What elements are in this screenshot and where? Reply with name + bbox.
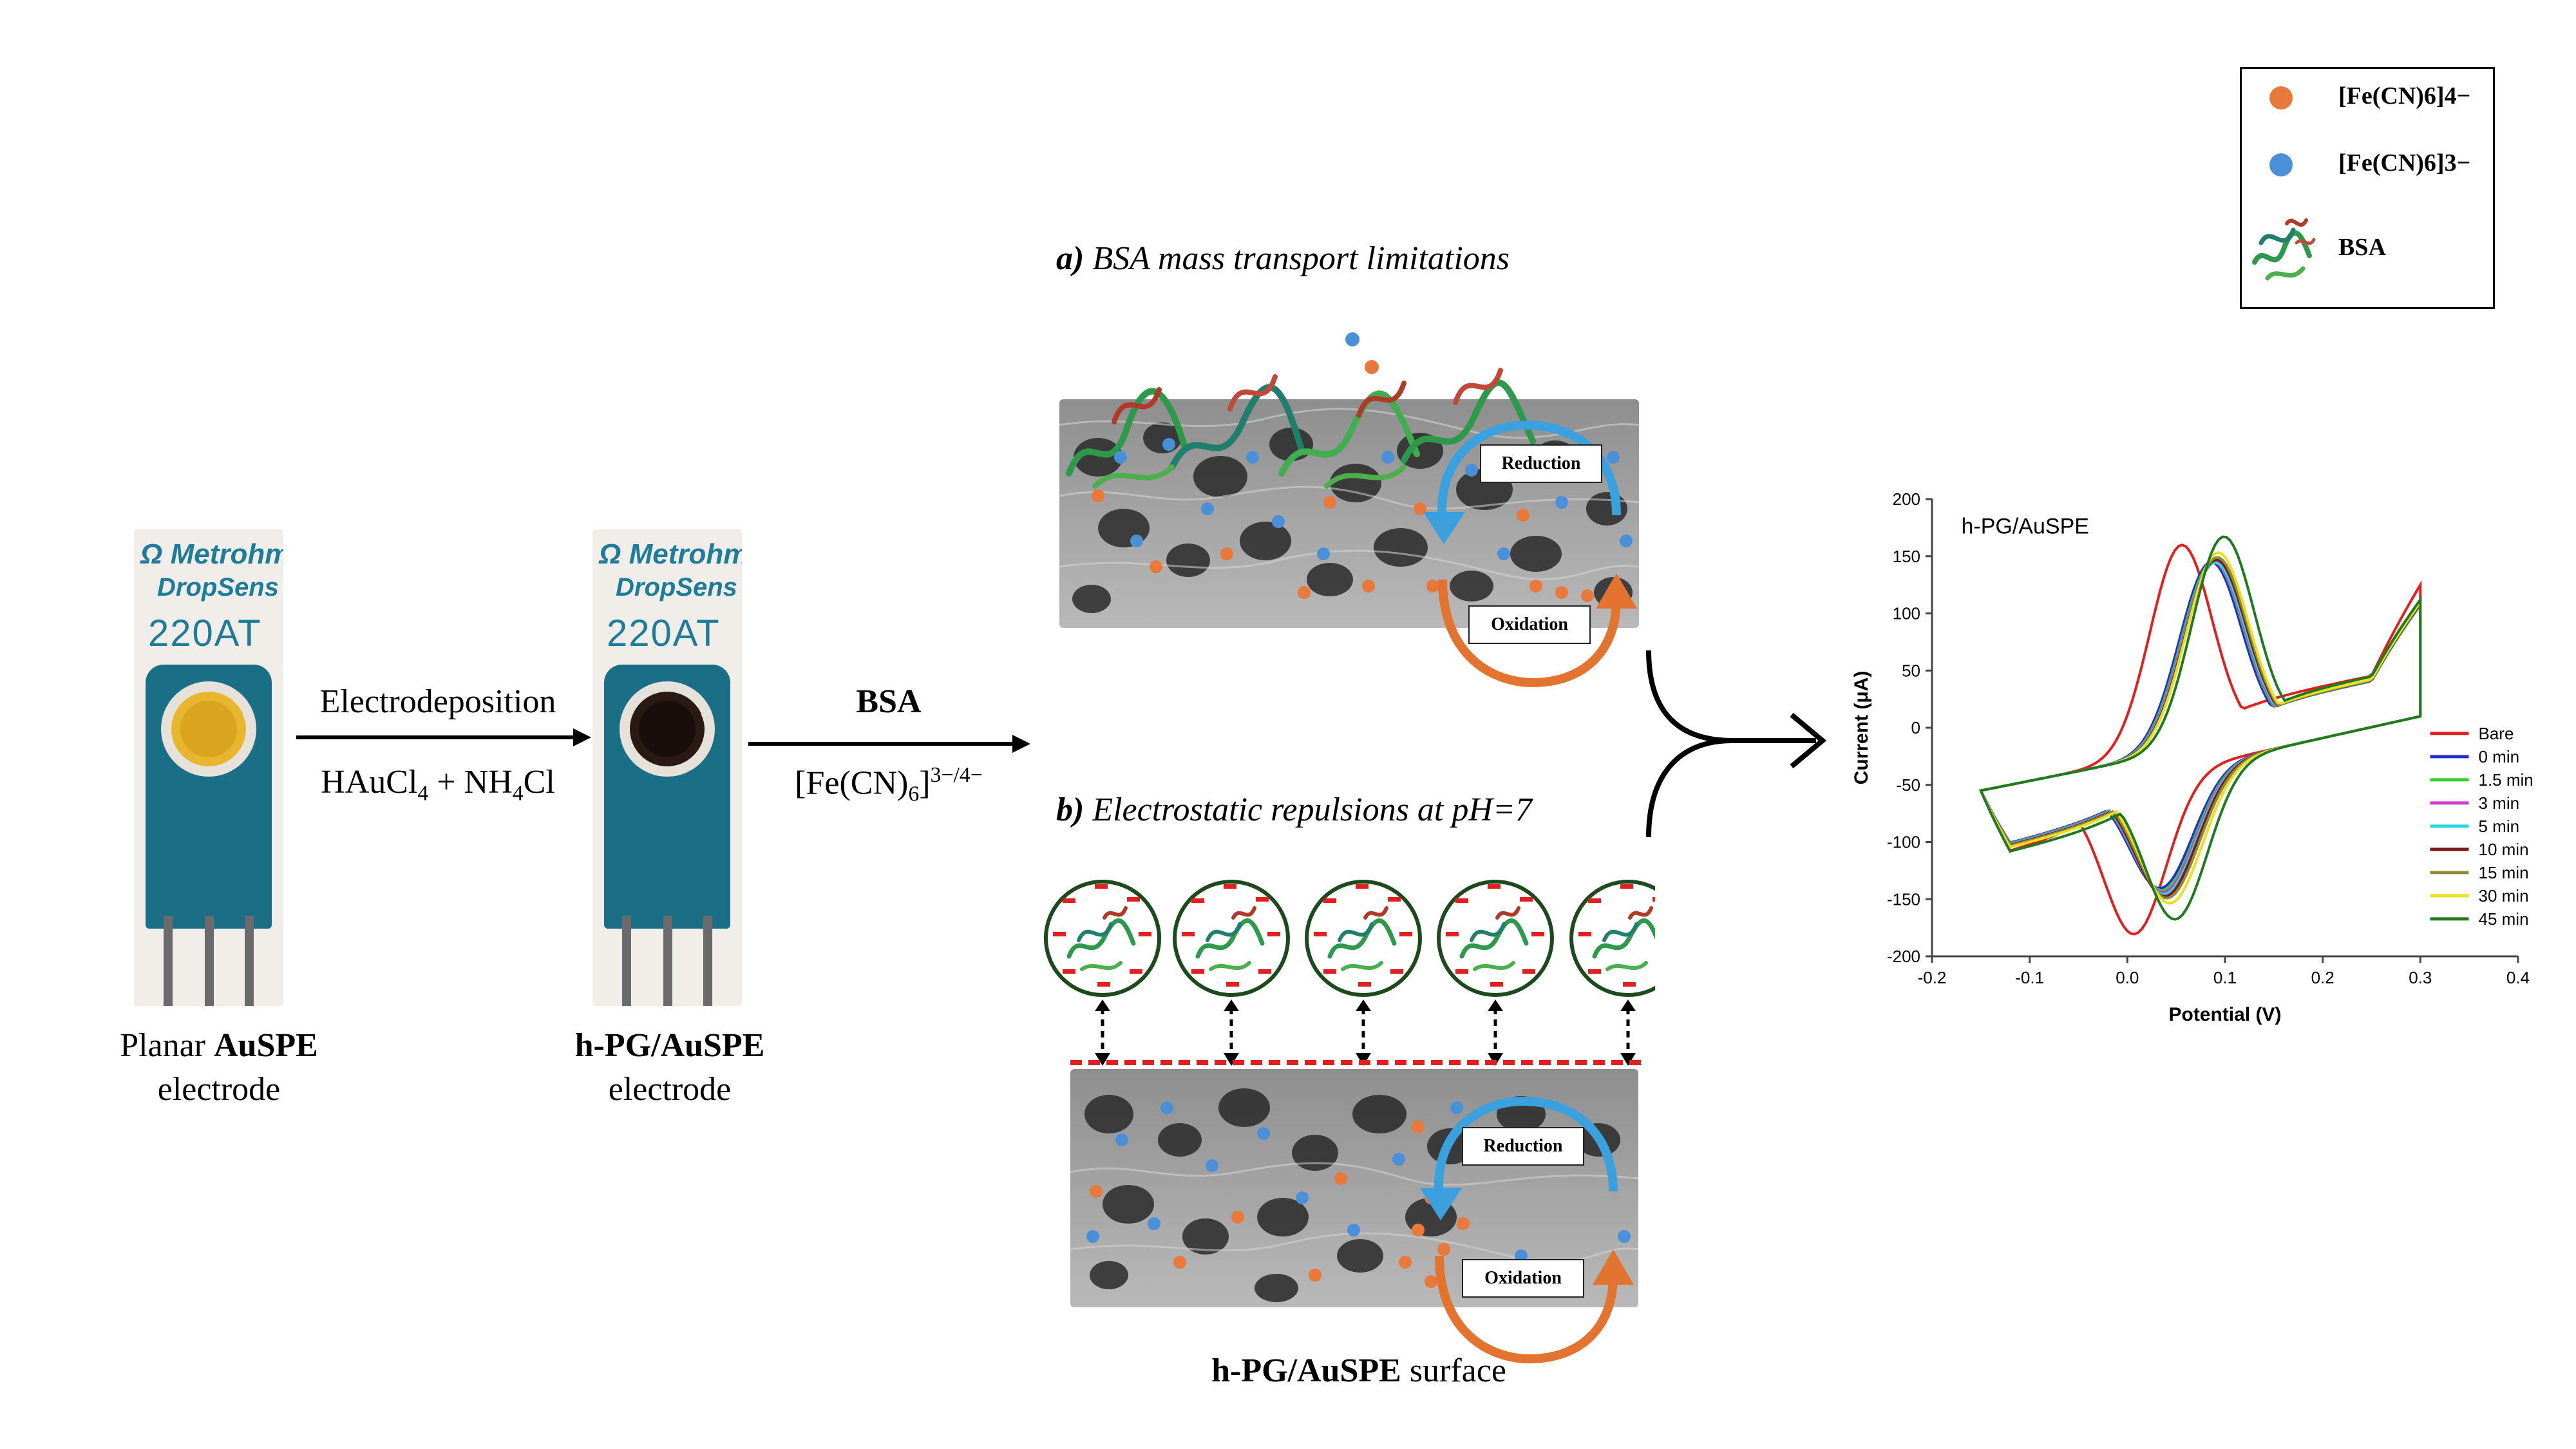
contact-stripe xyxy=(703,916,712,1006)
bsa-protein-layer xyxy=(1066,332,1536,489)
panel-b-title: b) Electrostatic repulsions at pH=7 xyxy=(1056,791,1532,828)
charged-bsa-circle xyxy=(1046,882,1159,995)
x-axis-label: Potential (V) xyxy=(2168,1004,2281,1025)
panel-a-redox-species xyxy=(1092,438,1633,602)
chart-title: h-PG/AuSPE xyxy=(1962,514,2089,538)
charged-bsa-circle xyxy=(1307,882,1420,995)
x-tick-label: 0.0 xyxy=(2116,968,2139,987)
oxidation-arrow xyxy=(1435,1255,1618,1364)
charged-bsa-circle xyxy=(1175,882,1288,995)
y-tick-label: 200 xyxy=(1893,489,1920,509)
step2-arrow xyxy=(748,735,1030,753)
legend-entry: 0 min xyxy=(2479,747,2520,766)
legend-entry: 3 min xyxy=(2479,793,2520,813)
electrode-body xyxy=(604,665,730,929)
x-tick-label: 0.1 xyxy=(2213,968,2237,987)
panel-a-oxidation-label: Oxidation xyxy=(1468,605,1591,644)
x-tick-label: 0.4 xyxy=(2506,968,2530,987)
contact-stripe xyxy=(245,916,254,1006)
electrode2-caption: h-PG/AuSPE electrode xyxy=(574,1027,765,1108)
legend-entry: 30 min xyxy=(2479,886,2529,905)
charged-bsa-row xyxy=(1043,879,1655,1066)
cv-series-30-min xyxy=(1978,551,2422,905)
y-tick-label: -50 xyxy=(1896,775,1920,795)
y-tick-label: 100 xyxy=(1893,604,1920,623)
contact-stripe xyxy=(205,916,214,1006)
y-tick-label: -150 xyxy=(1887,889,1920,909)
contact-stripe xyxy=(663,916,672,1006)
x-tick-label: -0.2 xyxy=(1918,968,1947,987)
electrode-body xyxy=(146,665,272,929)
brand-dropsens: DropSens xyxy=(616,573,737,601)
charged-bsa-circle xyxy=(1439,882,1552,995)
legend-entry: 45 min xyxy=(2479,909,2529,929)
cv-series-5-min xyxy=(1978,560,2422,896)
merge-arrow xyxy=(1646,650,1827,838)
oxidation-arrowhead-icon xyxy=(1596,573,1637,609)
legend-bsa: BSA xyxy=(2338,234,2386,261)
bsa-protein-icon xyxy=(2252,218,2316,281)
electrostatic-repulsion-line xyxy=(1070,1060,1641,1065)
x-tick-label: -0.1 xyxy=(2015,968,2044,987)
panel-b-oxidation-label: Oxidation xyxy=(1462,1259,1584,1298)
redox-probe-label: [Fe(CN)6]3−/4− xyxy=(795,763,983,806)
electrode-model: 220AT xyxy=(607,612,721,654)
x-tick-label: 0.3 xyxy=(2409,968,2432,987)
y-tick-label: -100 xyxy=(1887,833,1920,852)
legend-entry: 1.5 min xyxy=(2479,770,2533,790)
porous-gold-electrode-icon xyxy=(620,681,715,777)
electrode1-caption: Planar AuSPE electrode xyxy=(120,1027,318,1108)
planar-auspe-electrode-photo: Ω Metrohm DropSens 220AT xyxy=(134,529,283,1006)
reduction-arrowhead-icon xyxy=(1420,1188,1462,1220)
x-tick-label: 0.2 xyxy=(2311,968,2334,987)
legend-entry: 10 min xyxy=(2479,840,2529,859)
y-tick-label: 150 xyxy=(1893,547,1920,566)
panel-b-reduction-label: Reduction xyxy=(1462,1127,1584,1166)
electrode-model: 220AT xyxy=(148,612,262,654)
ferricyanide-dot-icon xyxy=(2269,153,2293,176)
electrodeposition-label: Electrodeposition xyxy=(319,683,556,720)
oxidation-arrowhead-icon xyxy=(1593,1249,1634,1285)
bsa-label: BSA xyxy=(856,683,922,720)
cyclic-voltammogram-chart: -200 -150 -100 -50 0 50 100 150 200 -0.2 -0.1 0.0 0.… xyxy=(1851,489,2533,1025)
ferricyanide-dot xyxy=(1345,332,1359,346)
panel-a-title: a) BSA mass transport limitations xyxy=(1056,240,1510,277)
charged-bsa-circle xyxy=(1571,882,1655,995)
y-tick-label: -200 xyxy=(1887,947,1920,966)
contact-stripe xyxy=(622,916,631,1006)
legend-entry: 5 min xyxy=(2479,817,2520,836)
ferrocyanide-dot-icon xyxy=(2269,86,2293,109)
panel-b-redox-cycle xyxy=(1420,1096,1634,1364)
legend-ferricyanide: [Fe(CN)6]3− xyxy=(2338,149,2471,176)
electrodeposition-reagents: HAuCl4 + NH4Cl xyxy=(321,764,555,806)
surface-caption: h-PG/AuSPE surface xyxy=(1211,1352,1506,1389)
panel-a-redox-cycle xyxy=(1423,420,1637,688)
brand-metrohm: Ω Metrohm xyxy=(599,538,742,570)
y-tick-label: 50 xyxy=(1902,661,1920,680)
brand-metrohm: Ω Metrohm xyxy=(140,538,283,570)
hpg-auspe-electrode-photo: Ω Metrohm DropSens 220AT xyxy=(592,529,742,1006)
reduction-arrow xyxy=(1437,420,1621,522)
cv-series-45-min xyxy=(1978,535,2422,921)
oxidation-arrow xyxy=(1438,579,1621,688)
y-tick-label: 0 xyxy=(1911,718,1920,737)
legend-entry: Bare xyxy=(2479,724,2514,743)
legend-entry: 15 min xyxy=(2479,863,2529,882)
contact-stripe xyxy=(164,916,173,1006)
reduction-arrowhead-icon xyxy=(1423,512,1465,544)
panel-a-reduction-label: Reduction xyxy=(1480,444,1602,483)
gold-working-electrode-icon xyxy=(161,681,256,777)
brand-dropsens: DropSens xyxy=(157,573,279,601)
reduction-arrow xyxy=(1434,1096,1618,1198)
y-axis-label: Current (μA) xyxy=(1851,671,1872,785)
legend-ferrocyanide: [Fe(CN)6]4− xyxy=(2338,82,2471,109)
step1-arrow xyxy=(296,728,591,746)
legend-box: [Fe(CN)6]4− [Fe(CN)6]3− BSA xyxy=(2240,67,2495,309)
ferrocyanide-dot xyxy=(1365,360,1379,374)
